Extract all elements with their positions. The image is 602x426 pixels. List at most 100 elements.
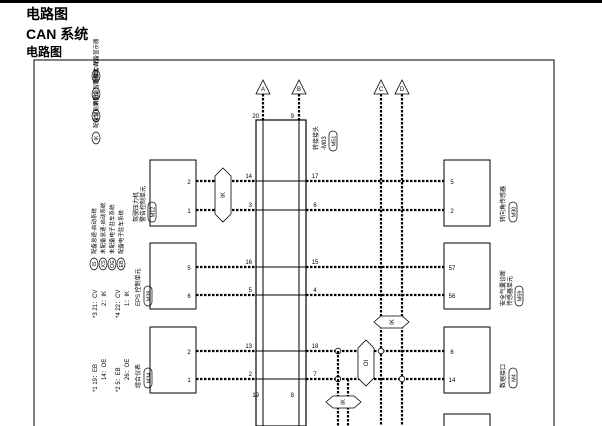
- svg-text:M30: M30: [512, 207, 518, 218]
- pin-number: 19: [252, 393, 259, 399]
- pin-number: 9: [291, 114, 295, 120]
- pin-number: 18: [312, 344, 319, 350]
- pin-number: 1: [187, 378, 191, 384]
- junction-connector: [255, 119, 307, 426]
- footnote-line: *1 19：EB: [93, 364, 99, 392]
- airbag-label: 安全气囊诊断 传感器单元 M59: [499, 270, 524, 307]
- svg-text:EPS 控制单元: EPS 控制单元: [134, 268, 142, 306]
- pin-number: 16: [245, 260, 252, 266]
- pin-number: 8: [291, 393, 295, 399]
- header-rule: [0, 0, 602, 3]
- diagram-frame: [33, 59, 555, 426]
- eps-label: EPS 控制单元 M38: [134, 268, 153, 307]
- svg-text:A: A: [261, 87, 265, 93]
- steering-angle-unit-label: 驾驶压力机 警告控制单元 M12: [132, 186, 157, 223]
- svg-text:M4: M4: [512, 374, 518, 382]
- svg-text:M51: M51: [332, 136, 338, 147]
- page-title: 电路图: [26, 6, 68, 22]
- pin-number: 14: [449, 378, 456, 384]
- condition-ik-left: IK: [214, 167, 232, 223]
- footnote-line: 26：OE: [125, 359, 131, 380]
- legend-text: 未配备智能钥匙: [92, 67, 100, 106]
- svg-text:-M03: -M03: [322, 136, 328, 150]
- svg-text:M34: M34: [147, 373, 153, 384]
- pin-number: 5: [187, 266, 191, 272]
- airbag-diagnosis-unit: [443, 242, 491, 310]
- steering-sensor-label: 转向角传感器 M30: [499, 186, 518, 223]
- footnote-line: *4 22：CV: [116, 290, 122, 318]
- svg-text:IK: IK: [341, 399, 347, 405]
- pin-number: 17: [312, 174, 319, 180]
- svg-text:转向角传感器: 转向角传感器: [499, 186, 507, 222]
- connector-b: B: [291, 79, 307, 95]
- pin-number: 20: [252, 114, 259, 120]
- legend-text: 配备显示器: [92, 38, 100, 66]
- svg-text:警告控制单元: 警告控制单元: [139, 186, 147, 222]
- connector-c: C: [373, 79, 389, 95]
- pin-number: 14: [245, 174, 252, 180]
- footnote-line: *3 21：CV: [93, 290, 99, 318]
- legend-text: 配备智能钥匙: [92, 94, 100, 128]
- legend-code: OE: [110, 260, 116, 268]
- legend-code: C: [94, 92, 100, 96]
- svg-text:B: B: [297, 87, 301, 93]
- svg-text:C: C: [379, 87, 384, 93]
- pin-number: 2: [187, 350, 191, 356]
- pin-number: 5: [450, 180, 454, 186]
- pin-number: 6: [313, 203, 317, 209]
- svg-text:OI: OI: [364, 360, 370, 367]
- pin-number: 15: [312, 260, 319, 266]
- svg-text:M12: M12: [151, 207, 157, 218]
- legend-code: WD: [94, 71, 100, 80]
- legend-middle: IS 配备怠速-启动系统 XS 未配备怠速-启动系统 OE 未配备电子驻车系统 …: [89, 202, 126, 271]
- pin-number: 2: [187, 180, 191, 186]
- svg-text:IK: IK: [390, 319, 396, 325]
- next-unit: [443, 413, 491, 426]
- pin-number: 5: [249, 288, 253, 294]
- legend-top: IK 配备智能钥匙 CV 未配备智能钥匙 C 配备 CVT WD 配备显示器: [91, 38, 101, 145]
- pin-number: 6: [450, 350, 454, 356]
- legend-code: EB: [119, 260, 125, 268]
- section-title: 电路图: [26, 45, 63, 59]
- can-wires: [196, 179, 444, 381]
- legend-code: XS: [101, 260, 107, 268]
- svg-text:传感器单元: 传感器单元: [506, 276, 514, 306]
- legend-text: 配备怠速-启动系统: [90, 208, 98, 254]
- combination-meter: [149, 326, 197, 394]
- legend-text: 配备 CVT: [92, 60, 100, 84]
- legend-text: 配备电子驻车系统: [117, 209, 125, 254]
- pin-number: 1: [187, 209, 191, 215]
- svg-text:M38: M38: [147, 291, 153, 302]
- pin-number: 2: [450, 209, 454, 215]
- svg-text:组合仪表: 组合仪表: [134, 364, 142, 388]
- data-link-connector: [443, 326, 491, 394]
- svg-text:安全气囊诊断: 安全气囊诊断: [499, 270, 507, 306]
- pin-number: 4: [313, 288, 317, 294]
- legend-text: 未配备怠速-启动系统: [99, 202, 107, 254]
- legend-text: 未配备电子驻车系统: [108, 204, 116, 254]
- legend-code: IK: [94, 135, 100, 141]
- system-title: CAN 系统: [26, 26, 89, 42]
- condition-ik-bottom: IK: [325, 395, 362, 409]
- pin-number: 56: [449, 294, 456, 300]
- connector-a: A: [255, 79, 271, 95]
- pin-number: 2: [249, 372, 253, 378]
- svg-text:M59: M59: [518, 291, 524, 302]
- steering-sensor: [443, 159, 491, 227]
- junction-label: 转接接头 -M03 M51: [312, 126, 338, 152]
- legend-code: CV: [94, 112, 100, 120]
- pin-number: 7: [313, 372, 317, 378]
- pin-number: 6: [187, 294, 191, 300]
- svg-text:D: D: [400, 87, 405, 93]
- svg-text:数据接口: 数据接口: [499, 364, 507, 388]
- eps-control-unit: [149, 242, 197, 310]
- legend-code: IS: [92, 261, 98, 267]
- legend-item: IK 配备智能钥匙: [91, 94, 101, 145]
- dlc-label: 数据接口 M4: [499, 364, 518, 389]
- svg-text:IK: IK: [221, 192, 227, 198]
- connector-d: D: [394, 79, 410, 95]
- combination-meter-label: 组合仪表 M34: [134, 364, 153, 389]
- footnote-line: 14：OE: [102, 359, 108, 380]
- footnotes: *1 19：EB 14：OE *2 5：EB 26：OE *3 21：CV 2：…: [93, 290, 131, 392]
- footnote-line: *2 5：EB: [116, 367, 122, 392]
